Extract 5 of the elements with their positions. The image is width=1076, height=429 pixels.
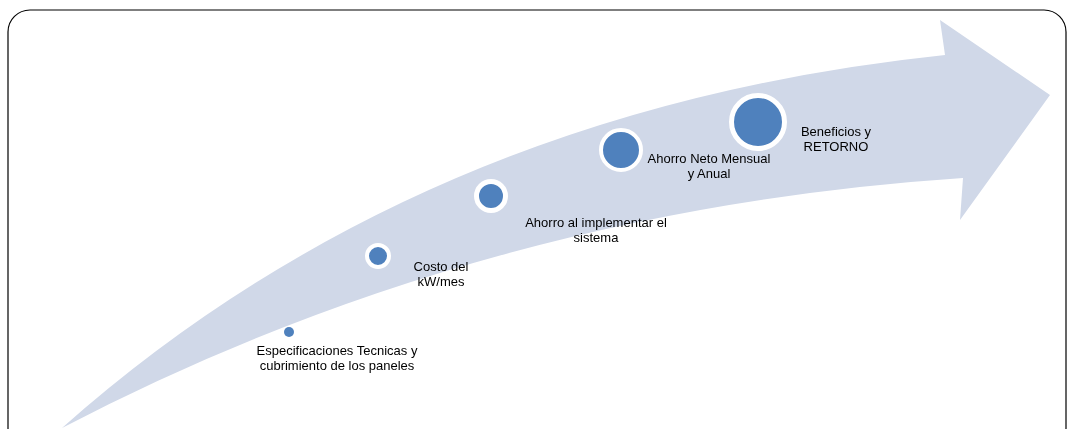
step-label: Ahorro Neto Mensual y Anual <box>646 151 772 181</box>
step-label: Beneficios y RETORNO <box>799 124 873 154</box>
step-label: Costo del kW/mes <box>412 259 470 289</box>
step-label: Especificaciones Tecnicas y cubrimiento de los paneles <box>255 343 419 373</box>
step-label: Ahorro al implementar el sistema <box>524 215 668 245</box>
